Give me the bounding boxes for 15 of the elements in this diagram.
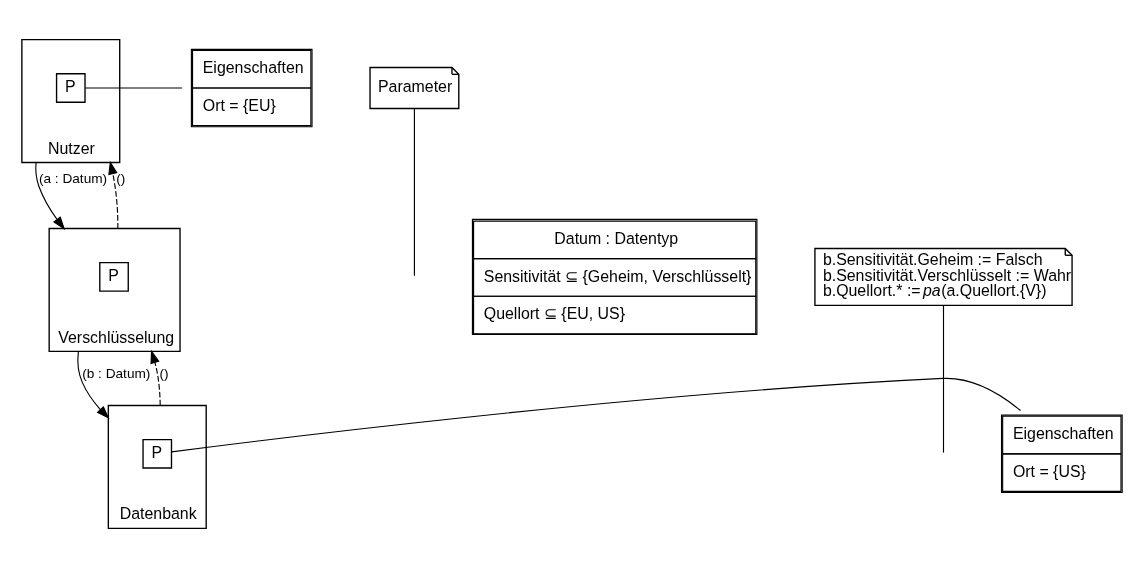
node-box: P bbox=[55, 73, 86, 103]
connector bbox=[413, 108, 415, 277]
arrow bbox=[150, 349, 161, 407]
edge-label: (a : Datum) bbox=[38, 170, 108, 186]
arrow bbox=[108, 160, 119, 230]
edge-label: (b : Datum) bbox=[82, 366, 151, 382]
connector bbox=[84, 87, 183, 89]
node-box: P bbox=[99, 262, 129, 292]
node-box: P bbox=[142, 438, 173, 469]
connector bbox=[171, 377, 1022, 453]
arrow bbox=[35, 161, 66, 230]
arrow bbox=[77, 350, 110, 420]
edge-label: () bbox=[116, 170, 126, 186]
edge-label: () bbox=[159, 366, 169, 382]
connector bbox=[942, 305, 945, 454]
